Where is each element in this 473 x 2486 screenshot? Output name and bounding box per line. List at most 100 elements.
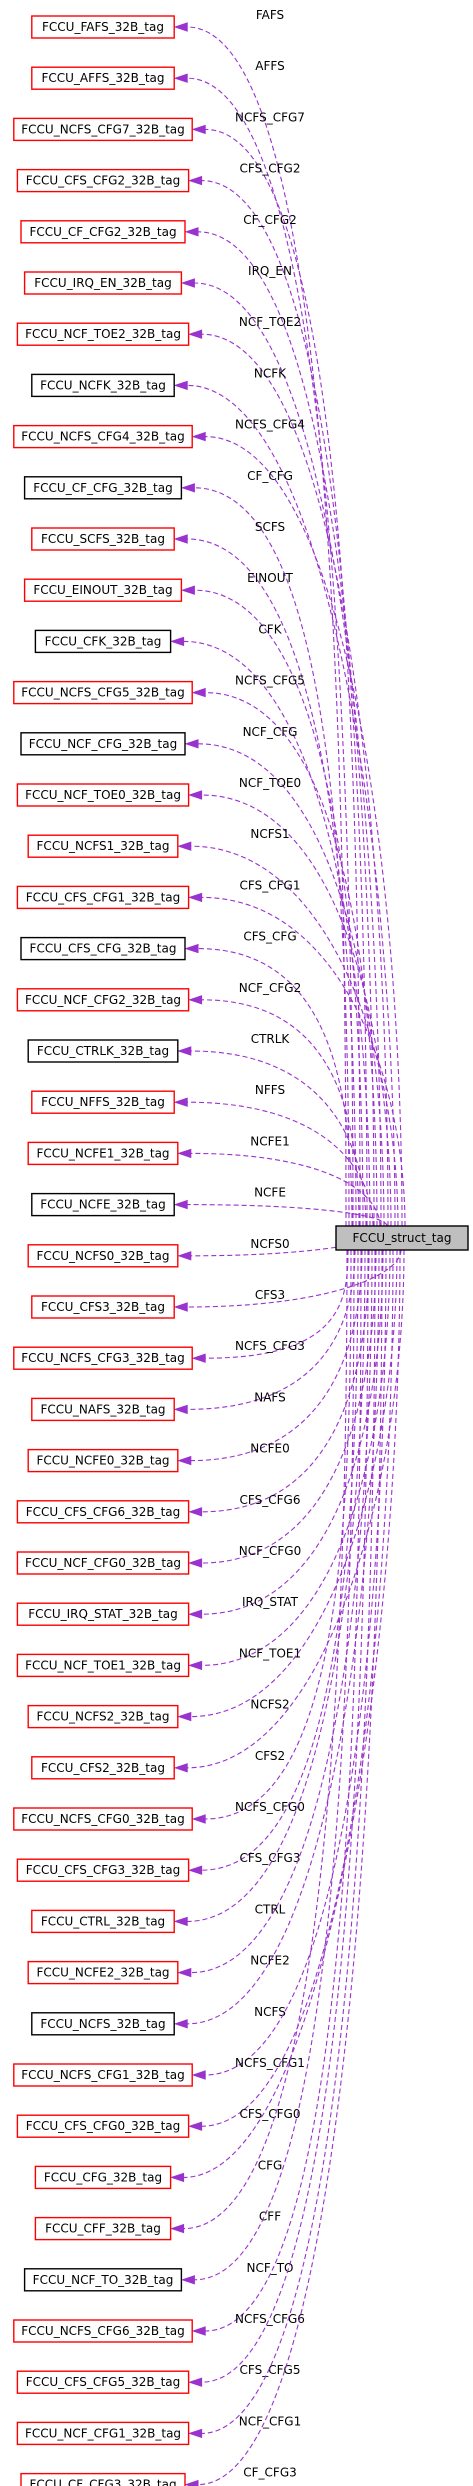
struct-member-node[interactable]: FCCU_CFS3_32B_tag — [31, 1295, 175, 1319]
struct-member-node[interactable]: FCCU_NCF_TOE0_32B_tag — [16, 783, 190, 807]
edge-line — [197, 948, 353, 1227]
edge: NAFS — [173, 1249, 356, 1415]
edge-label: IRQ_EN — [248, 264, 292, 278]
struct-member-node[interactable]: FCCU_NCFS_CFG7_32B_tag — [13, 117, 193, 142]
node-label: FCCU_IRQ_EN_32B_tag — [34, 276, 172, 290]
edge-label: NCFS_CFG0 — [235, 1800, 305, 1814]
struct-member-node[interactable]: FCCU_NCFS_32B_tag — [31, 2012, 175, 2036]
struct-member-node[interactable]: FCCU_NCFE2_32B_tag — [27, 1960, 179, 1985]
node-label: FCCU_CFS3_32B_tag — [41, 1300, 165, 1314]
struct-member-node[interactable]: FCCU_NFFS_32B_tag — [31, 1090, 175, 1114]
struct-member-node[interactable]: FCCU_NCFE_32B_tag — [31, 1192, 175, 1217]
node-label: FCCU_NCF_CFG_32B_tag — [29, 737, 177, 751]
struct-member-node[interactable]: FCCU_CFS_CFG1_32B_tag — [16, 885, 190, 910]
node-box — [16, 885, 190, 910]
struct-member-node[interactable]: FCCU_IRQ_EN_32B_tag — [23, 271, 183, 295]
edge-label: NCF_CFG1 — [239, 2414, 301, 2428]
edge-line — [201, 1249, 377, 1564]
edge-label: EINOUT — [247, 571, 293, 585]
struct-member-node[interactable]: FCCU_NCF_CFG1_32B_tag — [16, 2421, 190, 2446]
edge-label: CF_CFG3 — [243, 2466, 297, 2480]
struct-member-node[interactable]: FCCU_CFK_32B_tag — [34, 629, 172, 654]
struct-member-node[interactable]: FCCU_NCFS1_32B_tag — [27, 834, 179, 858]
struct-member-node[interactable]: FCCU_CFG_32B_tag — [34, 2165, 172, 2190]
struct-member-node[interactable]: FCCU_NCFS2_32B_tag — [27, 1704, 179, 1729]
node-label: FCCU_EINOUT_32B_tag — [33, 583, 172, 597]
node-label: FCCU_NCF_CFG0_32B_tag — [25, 1556, 181, 1570]
node-label: FCCU_CF_CFG3_32B_tag — [29, 2478, 176, 2486]
edge-line — [205, 1249, 352, 1820]
struct-member-node[interactable]: FCCU_CF_CFG_32B_tag — [23, 476, 183, 500]
struct-member-node[interactable]: FCCU_AFFS_32B_tag — [31, 66, 175, 90]
struct-member-node[interactable]: FCCU_NCFS_CFG4_32B_tag — [13, 424, 193, 449]
node-label: FCCU_NCF_TOE1_32B_tag — [25, 1658, 181, 1672]
struct-member-node[interactable]: FCCU_CFS_CFG6_32B_tag — [16, 1500, 190, 1524]
struct-member-node[interactable]: FCCU_CFS_CFG0_32B_tag — [16, 2114, 190, 2138]
struct-member-node[interactable]: FCCU_CFS_CFG2_32B_tag — [16, 168, 190, 193]
node-label: FCCU_NCFS1_32B_tag — [37, 839, 170, 853]
struct-member-node[interactable]: FCCU_CTRL_32B_tag — [31, 1909, 175, 1934]
edge: NCF_TOE0 — [188, 776, 392, 1227]
arrowhead — [191, 2070, 206, 2080]
edge-line — [197, 1249, 383, 2486]
struct-member-node[interactable]: FCCU_NCFS0_32B_tag — [27, 1244, 179, 1268]
node-box — [23, 2268, 183, 2292]
struct-member-node[interactable]: FCCU_CTRLK_32B_tag — [27, 1039, 179, 1063]
edge-label: NCFS_CFG6 — [235, 2312, 305, 2326]
struct-member-node[interactable]: FCCU_NCF_TO_32B_tag — [23, 2268, 183, 2292]
node-label: FCCU_NCFE2_32B_tag — [36, 1966, 169, 1980]
edge-line — [201, 794, 392, 1227]
edge-label: NCFS1 — [250, 827, 289, 841]
edge-label: NCFK — [254, 366, 287, 380]
struct-member-node[interactable]: FCCU_NCFS_CFG3_32B_tag — [13, 1346, 193, 1370]
edge-line — [201, 1249, 369, 2383]
struct-member-node[interactable]: FCCU_FAFS_32B_tag — [31, 15, 175, 39]
edge: NCFS_CFG4 — [191, 418, 403, 1227]
struct-member-node[interactable]: FCCU_NCFS_CFG1_32B_tag — [13, 2063, 193, 2087]
struct-member-node[interactable]: FCCU_NCF_TOE2_32B_tag — [16, 322, 190, 346]
edge-label: NCF_TOE2 — [239, 315, 301, 329]
struct-member-node[interactable]: FCCU_NAFS_32B_tag — [31, 1397, 175, 1422]
edge-label: NCFS2 — [250, 1698, 289, 1712]
node-label: FCCU_NCFS_CFG4_32B_tag — [21, 430, 185, 444]
struct-member-node[interactable]: FCCU_NCF_TOE1_32B_tag — [16, 1653, 190, 1678]
struct-member-node[interactable]: FCCU_NCF_CFG2_32B_tag — [16, 988, 190, 1012]
edge-label: NCF_TOE1 — [239, 1646, 301, 1660]
struct-member-node[interactable]: FCCU_NCFE1_32B_tag — [27, 1141, 179, 1166]
arrowhead — [177, 1455, 192, 1466]
struct-member-node[interactable]: FCCU_NCFS_CFG0_32B_tag — [13, 1807, 193, 1831]
struct-member-node[interactable]: FCCU_NCFE0_32B_tag — [27, 1448, 179, 1473]
edge: CFS_CFG3 — [188, 1249, 359, 1875]
struct-member-node[interactable]: FCCU_CFS2_32B_tag — [31, 1756, 175, 1780]
struct-member-node[interactable]: FCCU_NCF_CFG_32B_tag — [20, 732, 186, 756]
struct-member-node[interactable]: FCCU_NCFS_CFG6_32B_tag — [13, 2319, 193, 2343]
edge-label: NCFS0 — [250, 1237, 289, 1251]
struct-member-node[interactable]: FCCU_CFS_CFG5_32B_tag — [16, 2370, 190, 2394]
edge-line — [201, 180, 368, 1227]
struct-member-node[interactable]: FCCU_EINOUT_32B_tag — [23, 578, 183, 602]
struct-member-node[interactable]: FCCU_CFS_CFG3_32B_tag — [16, 1858, 190, 1882]
arrowhead — [177, 1148, 192, 1159]
struct-node[interactable]: FCCU_struct_tag — [335, 1225, 469, 1251]
struct-member-node[interactable]: FCCU_CFS_CFG_32B_tag — [20, 936, 186, 961]
struct-member-node[interactable]: FCCU_NCFK_32B_tag — [31, 373, 175, 398]
struct-member-node[interactable]: FCCU_IRQ_STAT_32B_tag — [16, 1602, 190, 1626]
struct-member-node[interactable]: FCCU_NCFS_CFG5_32B_tag — [13, 680, 193, 705]
edge: NCFE0 — [177, 1249, 363, 1466]
node-label: FCCU_CFS_CFG_32B_tag — [30, 942, 177, 956]
node-box — [31, 1909, 175, 1934]
node-box — [23, 271, 183, 295]
struct-member-node[interactable]: FCCU_CF_CFG3_32B_tag — [20, 2472, 186, 2486]
arrowhead — [188, 892, 203, 903]
edge-label: NCFS_CFG1 — [235, 2056, 305, 2070]
arrowhead — [184, 739, 199, 749]
arrowhead — [173, 2019, 188, 2029]
edge-line — [190, 845, 399, 1227]
struct-member-node[interactable]: FCCU_NCF_CFG0_32B_tag — [16, 1551, 190, 1575]
node-label: FCCU_AFFS_32B_tag — [41, 71, 164, 85]
edge-line — [201, 999, 360, 1227]
struct-member-node[interactable]: FCCU_CF_CFG2_32B_tag — [20, 220, 186, 244]
struct-member-node[interactable]: FCCU_SCFS_32B_tag — [31, 527, 175, 551]
arrowhead — [188, 1660, 203, 1671]
struct-member-node[interactable]: FCCU_CFF_32B_tag — [34, 2216, 172, 2241]
